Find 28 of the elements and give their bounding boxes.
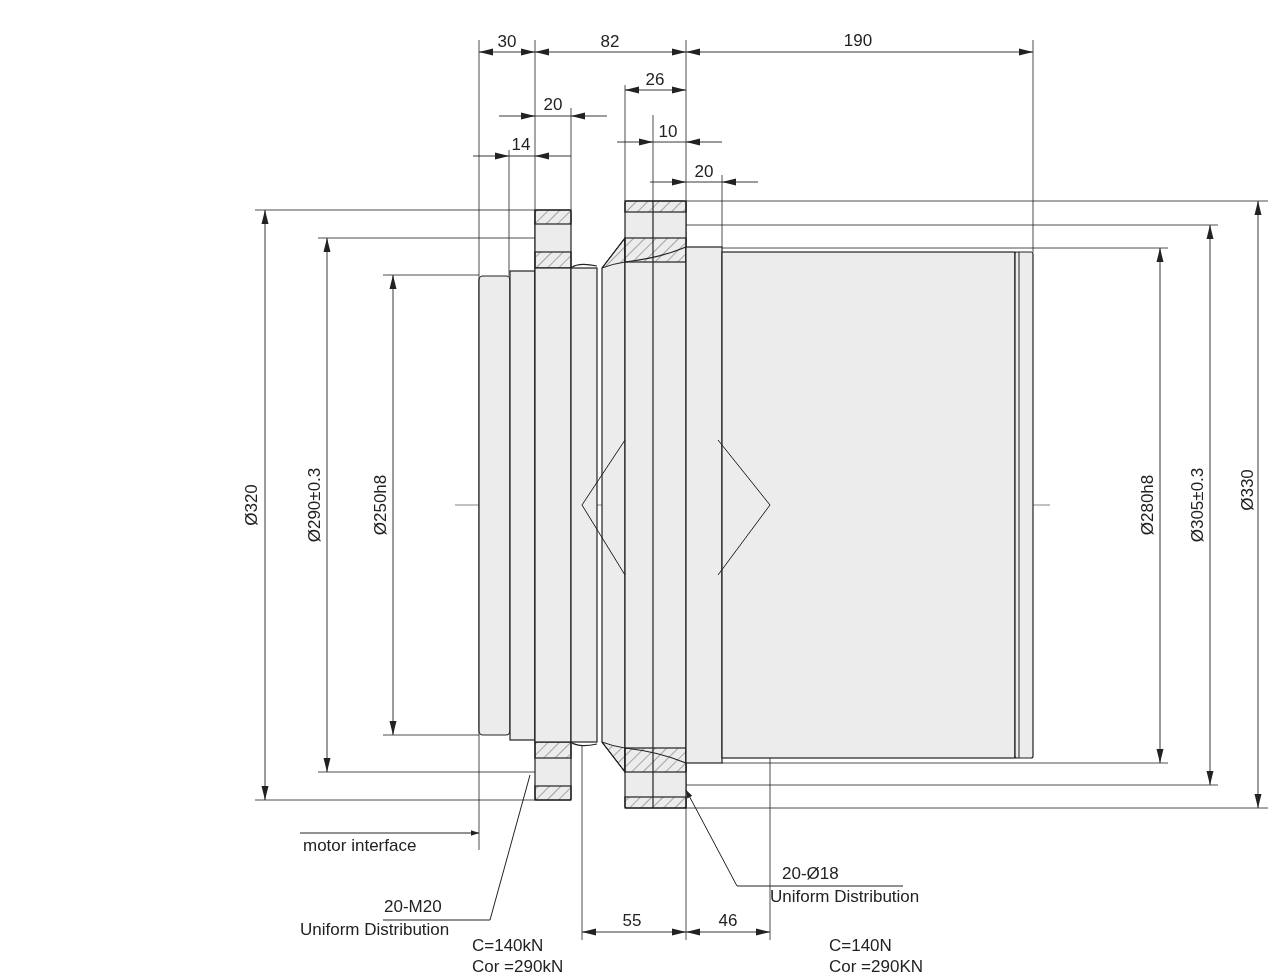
dimension-label: 20 — [543, 95, 563, 115]
dimension-label: Ø330 — [1238, 469, 1258, 511]
callout-text: motor interface — [303, 835, 417, 857]
load-rating-text: C=140kN — [472, 936, 544, 956]
dimension-label: 14 — [511, 135, 531, 155]
callout-heading: 20-Ø18 — [782, 863, 840, 885]
load-rating-text: Cor =290KN — [829, 957, 924, 974]
callout-heading: 20-M20 — [384, 896, 443, 918]
dimension-label: 20 — [694, 162, 714, 182]
dimension-label: Ø290±0.3 — [305, 467, 325, 543]
leader-line — [299, 830, 480, 836]
dimension-label: Ø280h8 — [1138, 474, 1158, 536]
dimension-label: 46 — [718, 911, 738, 931]
dimension-label: Ø305±0.3 — [1188, 467, 1208, 543]
load-rating-text: C=140N — [829, 936, 892, 956]
leader-line — [685, 789, 904, 887]
load-rating-text: Cor =290kN — [472, 957, 564, 974]
dimension-label: 10 — [658, 122, 678, 142]
dimension-label: Ø320 — [242, 484, 262, 526]
callout-text: Uniform Distribution — [300, 919, 450, 941]
callout-text: Uniform Distribution — [770, 886, 920, 908]
dimension-label: 190 — [843, 31, 873, 51]
leader-line — [382, 774, 531, 921]
dimension-label: 82 — [600, 32, 620, 52]
dimension-label: 55 — [622, 911, 642, 931]
dimension-label: 30 — [497, 32, 517, 52]
dimension-label: Ø250h8 — [371, 474, 391, 536]
dimension-label: 26 — [645, 70, 665, 90]
